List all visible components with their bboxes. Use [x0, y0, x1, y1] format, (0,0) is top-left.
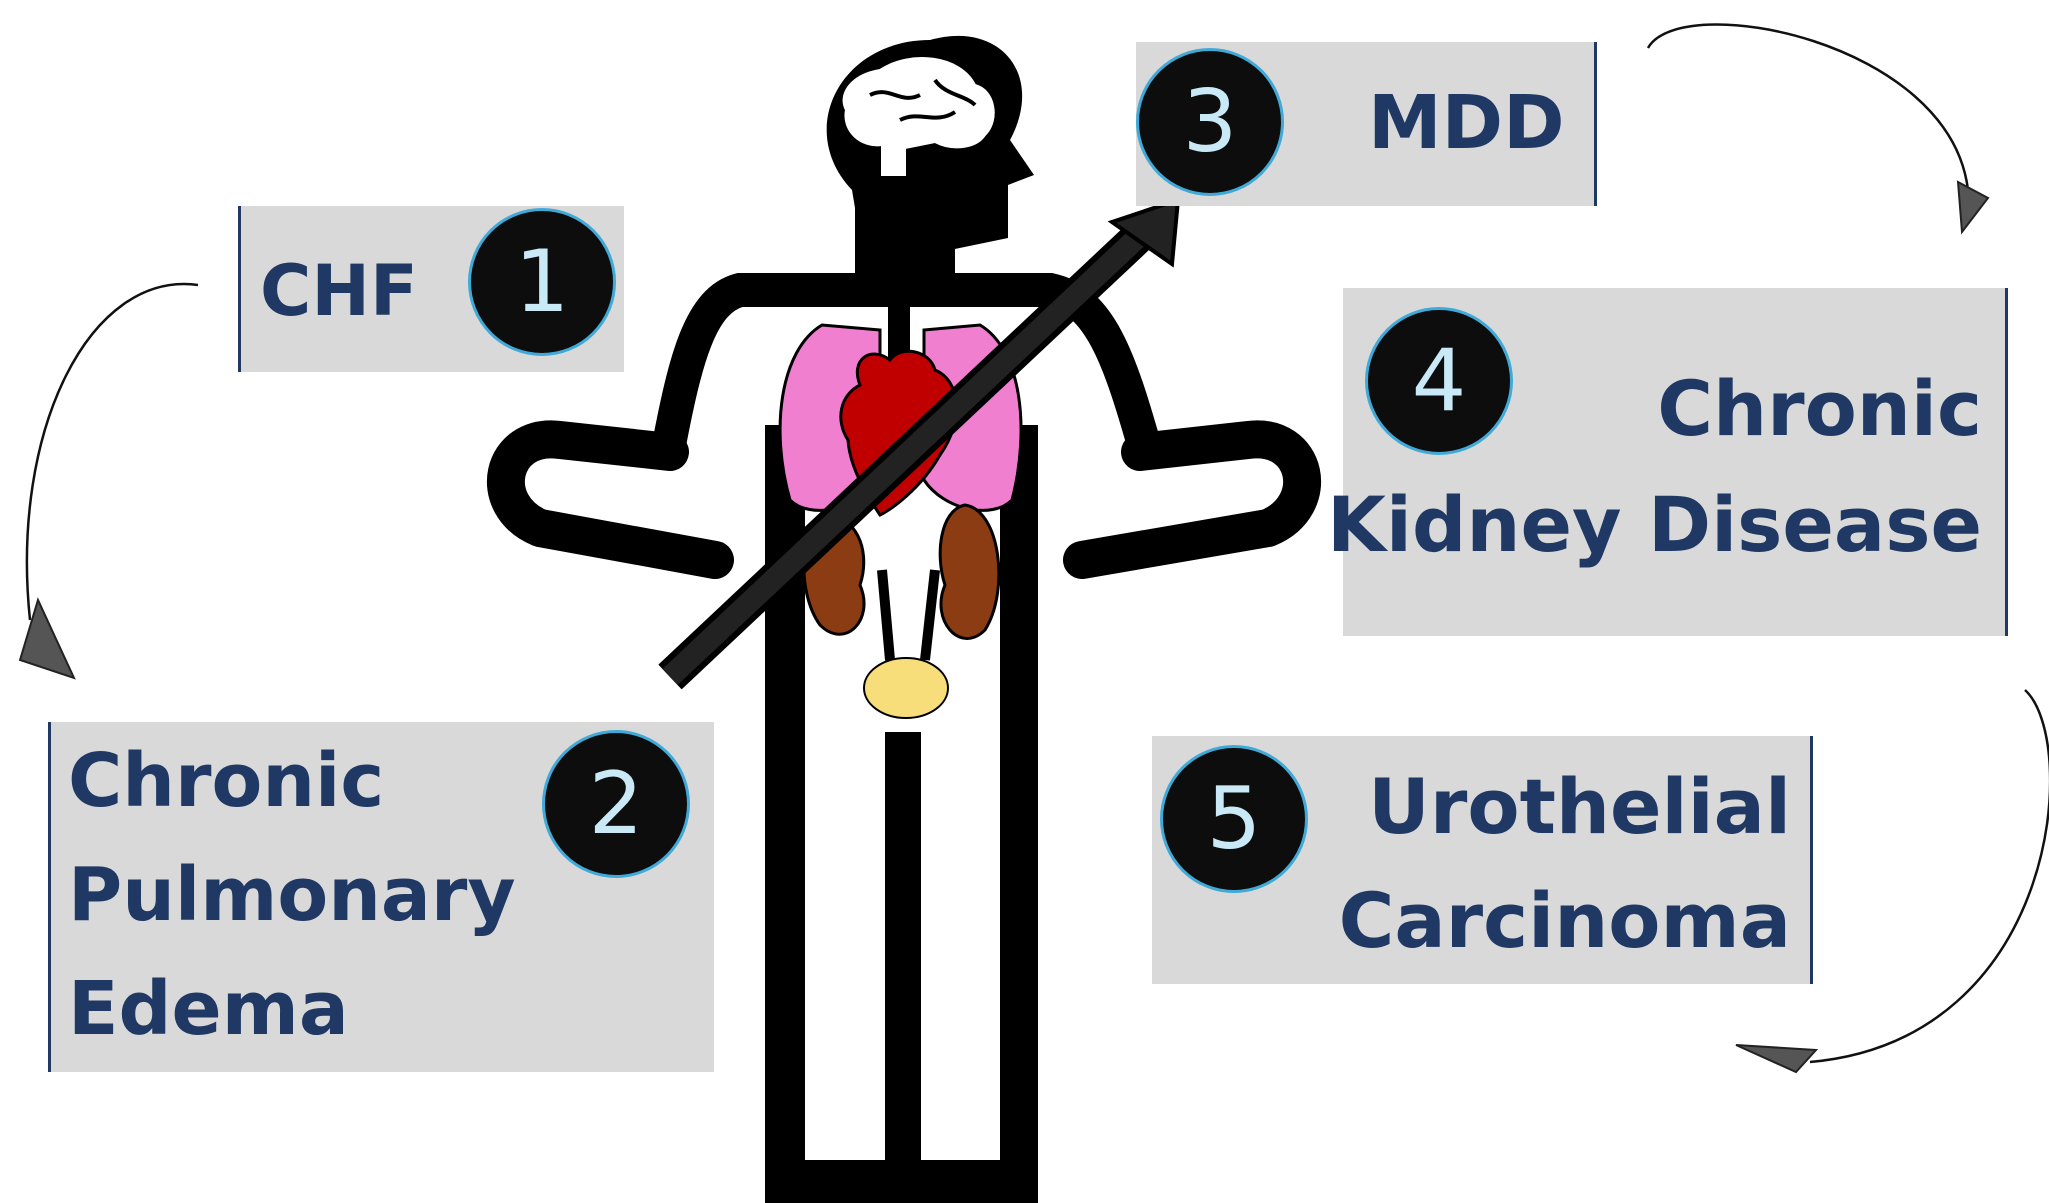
curve-arrow-4-to-5	[1810, 690, 2049, 1062]
ureters	[882, 570, 935, 660]
badge-number-5: 5	[1163, 776, 1305, 862]
curve-arrow-3-to-4	[1648, 24, 1968, 190]
number-badge-1: 1	[468, 208, 616, 356]
badge-number-2: 2	[545, 761, 687, 847]
condition-label-4-line-1: Chronic	[1657, 364, 1982, 453]
curve-arrow-1-to-2	[27, 284, 198, 620]
condition-label-2-line-2: Pulmonary	[68, 852, 516, 938]
number-badge-3: 3	[1136, 48, 1284, 196]
condition-label-3: MDD	[1368, 80, 1565, 166]
condition-label-4-line-2: Kidney Disease	[1327, 480, 1982, 569]
arrowhead-3-to-4	[1958, 182, 1988, 232]
condition-label-1: CHF	[260, 250, 418, 332]
number-badge-4: 4	[1365, 307, 1513, 455]
bladder-icon	[864, 658, 948, 718]
badge-number-3: 3	[1139, 79, 1281, 165]
arrowhead-4-to-5	[1736, 1045, 1816, 1072]
number-badge-5: 5	[1160, 745, 1308, 893]
leg-divider	[885, 732, 921, 1170]
badge-number-4: 4	[1368, 338, 1510, 424]
badge-number-1: 1	[471, 239, 613, 325]
number-badge-2: 2	[542, 730, 690, 878]
torso-bottom	[765, 1160, 1038, 1203]
condition-label-5-line-2: Carcinoma	[1339, 876, 1791, 965]
condition-label-2-line-3: Edema	[68, 966, 349, 1052]
right-arm	[1082, 439, 1302, 560]
torso-right-side	[1000, 425, 1038, 1203]
condition-label-5-line-1: Urothelial	[1368, 762, 1791, 851]
left-arm	[506, 439, 715, 560]
condition-label-2-line-1: Chronic	[68, 738, 384, 824]
